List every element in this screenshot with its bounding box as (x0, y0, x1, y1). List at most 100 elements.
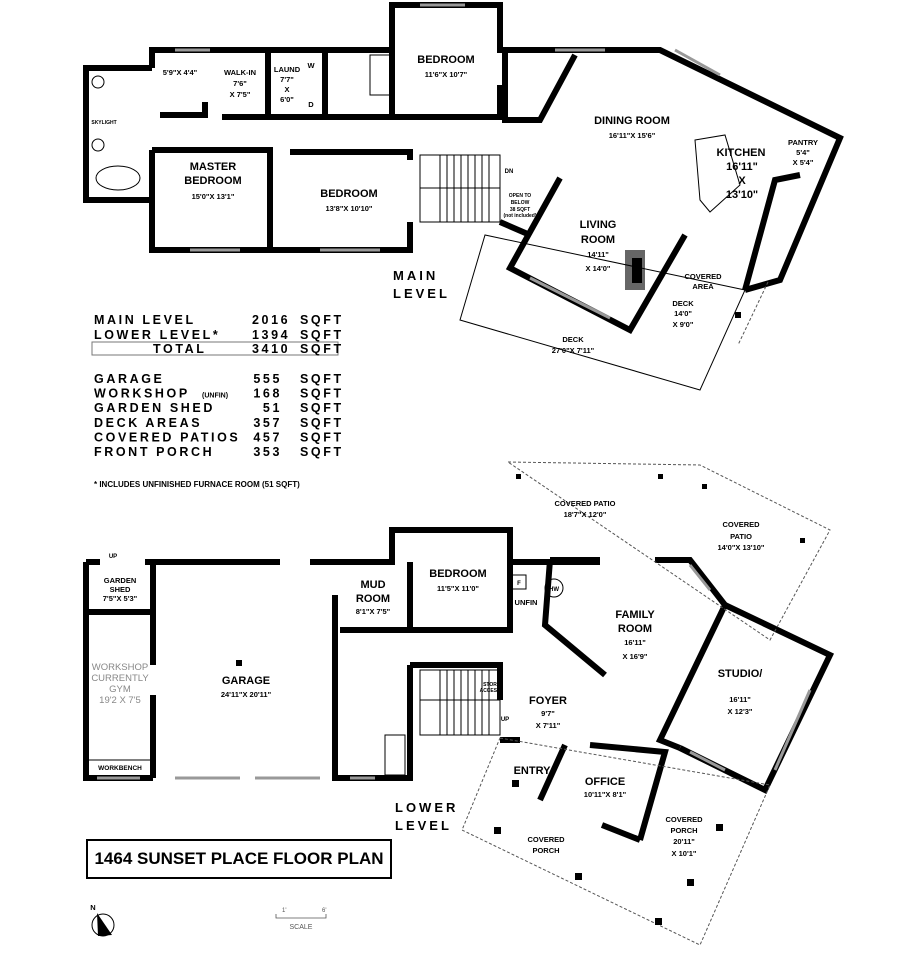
dining-room-label: DINING ROOM (594, 115, 670, 127)
furnace (511, 574, 527, 590)
deck-outline (459, 234, 746, 391)
studio-label: STUDIO/ (718, 668, 763, 680)
living-room-label: LIVING (580, 219, 617, 231)
summary-item-value: 51 (263, 401, 282, 415)
workshop-dimension: 19'2 X 7'5 (99, 695, 141, 706)
bedroom-label: BEDROOM (429, 568, 486, 580)
walkin-label: WALK-IN (224, 68, 256, 77)
master-bedroom-label: MASTER (190, 161, 237, 173)
covered-patio-label: COVERED PATIO (555, 499, 616, 508)
summary-total-value: 3410 (252, 342, 290, 356)
lower-stairs (419, 669, 501, 736)
workshop-label: GYM (109, 684, 131, 695)
entry-label: ENTRY (514, 765, 552, 777)
covered-patio-outline (506, 461, 831, 641)
kitchen-label: KITCHEN (717, 147, 766, 159)
bedroom-dimension: 13'8"X 10'10" (326, 204, 373, 213)
lower-level-label: LOWER (395, 800, 458, 815)
kitchen-dimension: 13'10" (726, 189, 758, 201)
studio-dimension: X 12'3" (728, 707, 753, 716)
office-label: OFFICE (585, 776, 625, 788)
laundry-dimension: 6'0" (280, 95, 294, 104)
mud-room-label: MUD (360, 579, 385, 591)
lower-room-labels: UP GARDEN SHED 7'5"X 5'3" WORKSHOP CURRE… (91, 499, 765, 858)
scale-max: 6' (322, 908, 326, 914)
bathtub (369, 54, 391, 96)
covered-patio-dimension: 14'0"X 13'10" (718, 543, 765, 552)
summary-item-name: WORKSHOP (94, 387, 190, 401)
area-summary: MAIN LEVEL 2016 SQFT LOWER LEVEL* 1394 S… (91, 313, 344, 489)
summary-total-name: TOTAL (153, 342, 207, 356)
storage-access-label: ACCESS (480, 688, 502, 694)
foyer-dimension: 9'7" (541, 709, 555, 718)
sink (91, 138, 105, 152)
garden-shed-dimension: 7'5"X 5'3" (103, 594, 138, 603)
open-to-below-label: OPEN TO (509, 193, 532, 199)
mud-room-label: ROOM (356, 593, 390, 605)
summary-level-name: LOWER LEVEL* (94, 328, 220, 342)
bathtub (384, 734, 406, 776)
covered-porch-outline (461, 737, 771, 946)
up-label: UP (109, 554, 117, 560)
summary-item-value: 457 (253, 430, 282, 444)
summary-level-name: MAIN LEVEL (94, 313, 196, 327)
main-windows (175, 3, 721, 320)
family-room-dimension: 16'11" (624, 638, 646, 647)
unfinished-label: UNFIN (515, 598, 538, 607)
deck-dimension: X 9'0" (673, 320, 694, 329)
pantry-dimension: X 5'4" (793, 158, 814, 167)
kitchen-dimension: X (738, 175, 746, 187)
summary-unit: SQFT (300, 445, 344, 459)
kitchen-dimension: 16'11" (726, 161, 758, 173)
summary-unit: SQFT (300, 342, 344, 356)
covered-area-label: COVERED (684, 272, 722, 281)
walkin-dimension: 7'6" (233, 79, 247, 88)
plan-title: 1464 SUNSET PLACE FLOOR PLAN (86, 839, 392, 879)
master-bedroom-dimension: 15'0"X 13'1" (192, 192, 235, 201)
sink (91, 75, 105, 89)
main-level-label: MAIN (393, 268, 438, 283)
scale-bar: 1' 6' SCALE (275, 908, 326, 931)
summary-level-value: 2016 (252, 313, 290, 327)
family-room-dimension: X 16'9" (623, 652, 648, 661)
bath-dimension: 5'9"X 4'4" (163, 68, 198, 77)
summary-item-value: 555 (253, 372, 282, 386)
summary-unit: SQFT (300, 416, 344, 430)
north-label: N (90, 903, 95, 912)
summary-unit: SQFT (300, 401, 344, 415)
covered-porch-label: PORCH (670, 826, 697, 835)
bedroom-label: BEDROOM (320, 188, 377, 200)
laundry-dimension: X (284, 85, 289, 94)
bedroom-dimension: 11'6"X 10'7" (425, 70, 468, 79)
summary-item-value: 357 (253, 416, 282, 430)
dining-room-dimension: 16'11"X 15'6" (609, 131, 656, 140)
master-bedroom-label: BEDROOM (184, 175, 241, 187)
summary-unit: SQFT (300, 313, 344, 327)
deck-label: DECK (672, 299, 694, 308)
main-room-labels: 5'9"X 4'4" WALK-IN 7'6" X 7'5" LAUND 7'7… (91, 54, 818, 355)
garage-dimension: 24'11"X 20'11" (221, 690, 272, 699)
washer: W (307, 61, 315, 70)
family-room-label: ROOM (618, 623, 652, 635)
open-to-below-label: 38 SQFT (510, 207, 530, 213)
water-heater (544, 578, 564, 598)
deck-dimension: 14'0" (674, 309, 692, 318)
lower-level-label: LEVEL (395, 818, 452, 833)
covered-porch-dimension: 20'11" (673, 837, 695, 846)
laundry-label: LAUND (274, 65, 301, 74)
covered-patio-dimension: 18'7"X 12'0" (564, 510, 607, 519)
studio-dimension: 16'11" (729, 695, 751, 704)
main-level-label: LEVEL (393, 286, 450, 301)
summary-item-value: 168 (253, 387, 282, 401)
pantry-label: PANTRY (788, 138, 818, 147)
summary-item-note: (UNFIN) (202, 393, 228, 400)
lower-windows (97, 564, 812, 780)
bathtub (95, 165, 141, 191)
dryer: D (308, 100, 314, 109)
covered-patio-label: PATIO (730, 532, 752, 541)
summary-item-name: GARAGE (94, 372, 164, 386)
deck-dimension: 27'0"X 7'11" (552, 346, 595, 355)
deck-label: DECK (562, 335, 584, 344)
covered-porch-label: COVERED (665, 815, 703, 824)
